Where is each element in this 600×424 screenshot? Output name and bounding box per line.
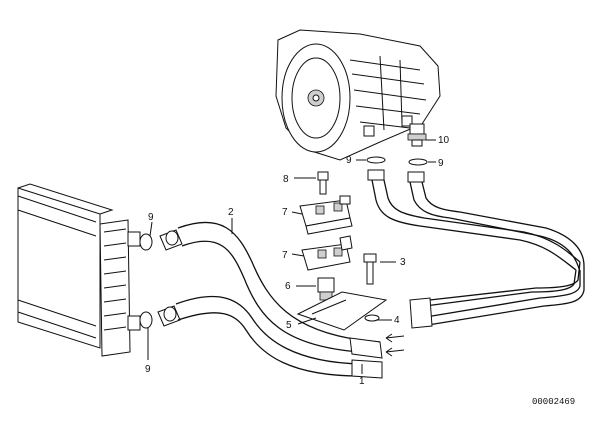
callout-9-trans-right: 9 [438, 158, 444, 169]
callout-9-lower-left: 9 [145, 364, 151, 375]
flow-arrows [385, 333, 405, 357]
seal-rings [366, 156, 428, 183]
automatic-transmission [275, 29, 441, 161]
upper-radiator-fitting [127, 229, 183, 251]
callout-9-upper-left: 9 [148, 212, 154, 223]
callout-9-trans-left: 9 [346, 155, 352, 166]
callout-3: 3 [400, 257, 406, 268]
callout-7-lower: 7 [282, 250, 288, 261]
line-bracket-upper [299, 195, 353, 235]
connector-10 [407, 123, 427, 147]
transmission-lines [371, 179, 585, 329]
callout-2: 2 [228, 207, 234, 218]
leader-lines [147, 139, 436, 374]
lower-radiator-fitting [127, 305, 181, 331]
holder-plate-5 [296, 291, 388, 331]
radiator [17, 183, 131, 357]
callout-1: 1 [359, 376, 365, 387]
callout-10: 10 [438, 135, 450, 146]
washer-4 [364, 314, 380, 322]
callout-labels: 1 2 3 4 5 6 7 7 8 9 9 9 9 10 [145, 135, 450, 387]
callout-7-upper: 7 [282, 207, 288, 218]
callout-8: 8 [283, 174, 289, 185]
oil-cooler-line-upper [177, 221, 381, 355]
callout-5: 5 [286, 320, 292, 331]
callout-6: 6 [285, 281, 291, 292]
oil-cooler-line-lower [175, 295, 380, 377]
line-bracket-lower [301, 235, 353, 271]
callout-4: 4 [394, 315, 400, 326]
bolt-8 [317, 171, 329, 195]
document-id: 00002469 [532, 397, 575, 407]
bolt-3 [363, 253, 377, 285]
